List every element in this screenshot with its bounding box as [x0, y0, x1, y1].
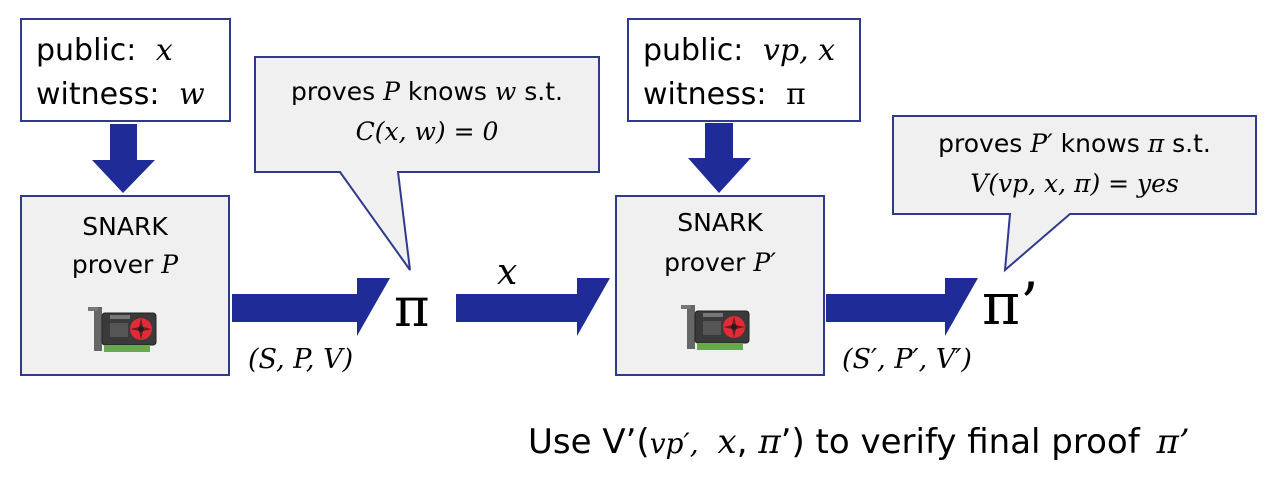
right-callout-bubble	[892, 115, 1257, 273]
footer-pi: π	[758, 422, 781, 462]
public-label: public:	[36, 33, 137, 68]
public-value: vp, x	[762, 33, 836, 68]
callout-text: knows	[407, 77, 487, 106]
arrow-prover2-to-pi2	[826, 278, 978, 336]
left-proof-symbol: π	[394, 276, 430, 339]
right-proof-symbol: π’	[982, 270, 1039, 338]
callout-text: proves	[291, 77, 376, 106]
right-callout: proves P′ knows π s.t. V(vp, x, π) = yes	[893, 116, 1256, 214]
middle-arrow-label: x	[497, 252, 518, 293]
footer-verifier: V’(	[602, 422, 650, 462]
callout-var: w	[494, 77, 517, 106]
witness-label: witness:	[36, 77, 160, 112]
footer-caption: Use V’(vp′, x, π’) to verify final proof…	[528, 420, 1190, 466]
left-callout: proves P knows w s.t. C(x, w) = 0	[255, 57, 599, 172]
callout-var: π	[1147, 129, 1165, 158]
callout-text: s.t.	[1172, 129, 1211, 158]
arrow-pi-to-prover2	[456, 278, 610, 336]
callout-text: proves	[938, 129, 1023, 158]
arrow-prover-to-pi	[232, 278, 390, 336]
public-label: public:	[643, 33, 744, 68]
prover-title: SNARK	[82, 212, 168, 241]
left-system-label: (S, P, V)	[248, 344, 354, 375]
right-prover-box: SNARK prover P′	[615, 195, 825, 376]
prover-subtitle: prover	[664, 248, 746, 277]
callout-var: P′	[1030, 129, 1053, 158]
gpu-card-icon	[681, 305, 750, 350]
callout-text: knows	[1060, 129, 1140, 158]
callout-equation: V(vp, x, π) = yes	[970, 169, 1179, 198]
prover-var: P	[161, 250, 179, 279]
callout-equation: C(x, w) = 0	[355, 117, 499, 146]
footer-comma: ,	[736, 422, 748, 462]
left-prover-box: SNARK prover P	[20, 195, 230, 376]
right-down-arrow	[688, 123, 751, 193]
prover-var: P′	[753, 248, 776, 277]
footer-vp: vp′,	[649, 427, 699, 460]
footer-close: ’) to verify final proof	[780, 422, 1140, 462]
witness-value: w	[179, 77, 205, 112]
prover-title: SNARK	[677, 208, 763, 237]
left-callout-bubble	[254, 56, 600, 271]
footer-use: Use	[528, 422, 592, 462]
left-input-box: public: x witness: w	[20, 18, 231, 122]
witness-label: witness:	[643, 77, 767, 112]
left-down-arrow	[92, 124, 155, 193]
callout-var: P	[383, 77, 400, 106]
prover-subtitle: prover	[71, 250, 154, 279]
gpu-card-icon	[88, 307, 157, 352]
callout-text: s.t.	[524, 77, 563, 106]
public-value: x	[155, 33, 173, 68]
footer-final-proof: π’	[1156, 422, 1190, 462]
witness-value: π	[786, 77, 806, 112]
right-input-box: public: vp, x witness: π	[627, 18, 861, 122]
right-system-label: (S′, P′, V′)	[842, 344, 972, 375]
footer-x: x	[717, 422, 737, 462]
